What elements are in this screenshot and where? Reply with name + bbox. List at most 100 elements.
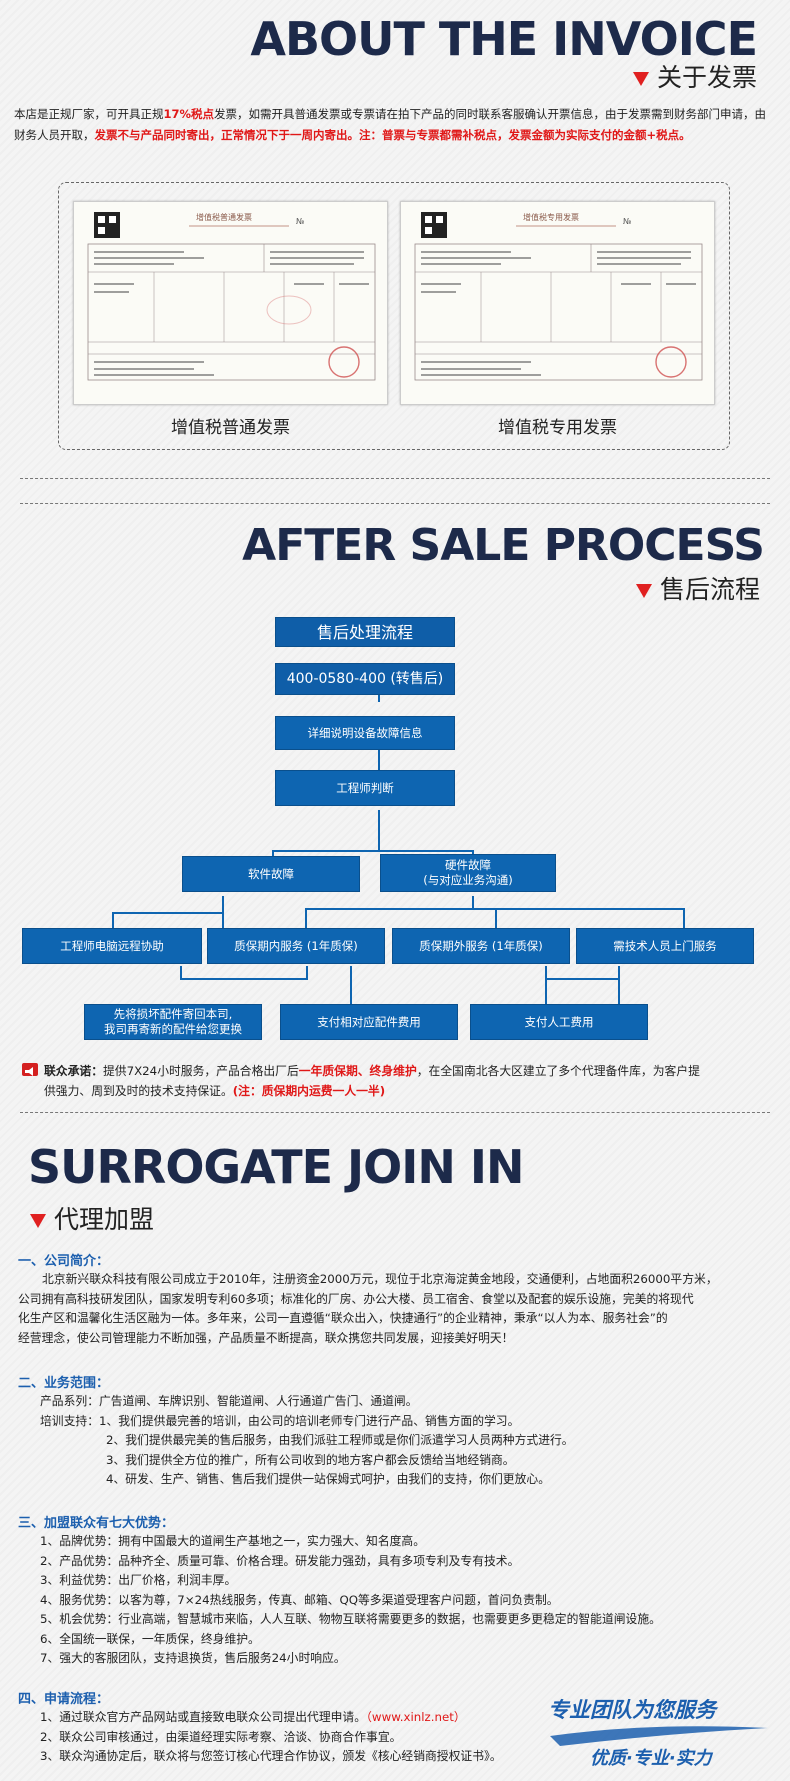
flow-connector	[350, 966, 352, 1004]
advantage-item: 4、服务优势：以客为尊，7×24热线服务，传真、邮箱、QQ等多渠道受理客户问题，…	[40, 1592, 559, 1607]
aftersale-title: AFTER SALE PROCESS	[242, 520, 765, 571]
flow-hardware-fault: 硬件故障 (与对应业务沟通)	[380, 854, 556, 892]
special-invoice-image: 增值税专用发票 №	[400, 201, 715, 405]
scope-line: 2、我们提供最完美的售后服务，由我们派驻工程师或是你们派遣学习人员两种方式进行。	[106, 1433, 574, 1447]
section-business-scope-heading: 二、业务范围：	[18, 1376, 110, 1391]
scope-line: 产品系列：广告道闸、车牌识别、智能道闸、人行通道广告门、通道闸。	[40, 1394, 418, 1408]
flow-onsite-service: 需技术人员上门服务	[576, 928, 754, 964]
slogan-sub: 优质·专业·实力	[590, 1748, 712, 1769]
flow-return-parts-l2: 我司再寄新的配件给您更换	[104, 1022, 242, 1036]
number-sign-icon: №	[296, 217, 305, 226]
megaphone-glyph	[25, 1067, 33, 1076]
section-apply-process-heading: 四、申请流程：	[18, 1692, 110, 1707]
invoice-intro-p1: 本店是正规厂家，可开具正规	[14, 107, 164, 121]
flow-connector	[180, 966, 182, 978]
scope-line: 4、研发、生产、销售、售后我们提供一站保姆式呵护，由我们的支持，你们更放心。	[106, 1472, 550, 1486]
flow-phone: 400-0580-400 (转售后)	[275, 663, 455, 695]
flow-connector	[378, 688, 380, 702]
flow-connector	[272, 850, 274, 860]
flow-connector	[305, 908, 683, 910]
special-invoice-caption: 增值税专用发票	[498, 418, 617, 438]
promise-text-2: ，在全国南北各大区建立了多个代理备件库，为客户提	[416, 1064, 700, 1078]
promise-text-3: 供强力、周到及时的技术支持保证。	[44, 1084, 233, 1098]
divider	[20, 503, 770, 504]
flow-hardware-fault-l1: 硬件故障	[445, 858, 491, 872]
swoosh-decoration	[550, 1726, 768, 1746]
apply-step: 2、联众公司审核通过，由渠道经理实际考察、洽谈、协商合作事宜。	[40, 1729, 402, 1744]
flow-pay-labor: 支付人工费用	[470, 1004, 648, 1040]
slogan-block: 专业团队为您服务 优质·专业·实力	[540, 1694, 780, 1774]
flow-connector	[683, 908, 685, 930]
advantage-item: 6、全国统一联保，一年质保，终身维护。	[40, 1631, 260, 1646]
flow-header: 售后处理流程	[275, 617, 455, 647]
flow-step-engineer-judge: 工程师判断	[275, 770, 455, 806]
aftersale-subtitle-row: 售后流程	[635, 570, 760, 606]
special-invoice-header: 增值税专用发票	[523, 212, 579, 222]
divider	[20, 478, 770, 479]
apply-step: 3、联众沟通协定后，联众将与您签订核心代理合作协议，颁发《核心经销商授权证书》。	[40, 1749, 502, 1763]
special-invoice-drawing: 增值税专用发票 №	[401, 202, 714, 404]
general-invoice-image: 增值税普通发票 №	[73, 201, 388, 405]
section-advantages-heading: 三、加盟联众有七大优势：	[18, 1516, 175, 1531]
flow-software-fault: 软件故障	[182, 856, 360, 892]
company-profile-text: 北京新兴联众科技有限公司成立于2010年，注册资金2000万元，现位于北京海淀黄…	[18, 1270, 778, 1348]
flow-connector	[618, 966, 620, 1004]
join-subtitle-row: 代理加盟	[30, 1200, 154, 1236]
flow-hardware-fault-l2: (与对应业务沟通)	[423, 873, 513, 887]
flow-connector	[378, 810, 380, 850]
join-subtitle: 代理加盟	[54, 1205, 155, 1234]
profile-line: 公司拥有高科技研发团队，国家发明专利60多项；标准化的厂房、办公大楼、员工宿舍、…	[18, 1291, 694, 1306]
divider	[20, 1112, 770, 1113]
general-invoice-header: 增值税普通发票	[196, 212, 252, 222]
flow-remote-assist: 工程师电脑远程协助	[22, 928, 202, 964]
number-sign-icon: №	[623, 217, 632, 226]
aftersale-subtitle: 售后流程	[659, 575, 760, 604]
flow-connector	[222, 896, 224, 934]
apply-process-list: 1、通过联众官方产品网站或直接致电联众公司提出代理申请。（www.xinlz.n…	[40, 1708, 600, 1767]
scope-line: 3、我们提供全方位的推广，所有公司收到的地方客户都会反馈给当地经销商。	[106, 1452, 515, 1467]
apply-step-1: 1、通过联众官方产品网站或直接致电联众公司提出代理申请。	[40, 1710, 367, 1724]
website-link[interactable]: （www.xinlz.net）	[366, 1710, 466, 1724]
flow-in-warranty: 质保期内服务 (1年质保)	[207, 928, 385, 964]
profile-line: 化生产区和温馨化生活区融为一体。多年来，公司一直遵循“联众出入，快捷通行”的企业…	[18, 1311, 668, 1325]
promise-warranty-highlight: 一年质保期、终身维护	[298, 1064, 417, 1078]
general-invoice-drawing: 增值税普通发票 №	[74, 202, 387, 404]
section-company-profile-heading: 一、公司简介：	[18, 1254, 110, 1269]
scope-line: 培训支持：1、我们提供最完善的培训，由公司的培训老师专门进行产品、销售方面的学习…	[40, 1413, 520, 1428]
advantages-list: 1、品牌优势：拥有中国最大的道闸生产基地之一，实力强大、知名度高。 2、产品优势…	[40, 1532, 780, 1669]
flow-connector	[545, 978, 620, 980]
apply-step: 1、通过联众官方产品网站或直接致电联众公司提出代理申请。（www.xinlz.n…	[40, 1708, 600, 1728]
flow-connector	[272, 850, 472, 852]
invoice-intro-p3: 发票，如需开具普通发票或专票请在拍下产品的同时联系客服确认开票信息，由于发票需到…	[14, 107, 767, 142]
megaphone-icon	[22, 1063, 38, 1076]
join-title: SURROGATE JOIN IN	[28, 1140, 524, 1194]
red-triangle-icon	[30, 1214, 46, 1228]
advantage-item: 2、产品优势：品种齐全、质量可靠、价格合理。研发能力强劲，具有多项专利及专有技术…	[40, 1553, 520, 1568]
flow-connector	[112, 912, 114, 930]
flow-connector	[305, 908, 307, 930]
flow-connector	[472, 896, 474, 908]
flow-return-parts: 先将损坏配件寄回本司, 我司再寄新的配件给您更换	[84, 1004, 262, 1040]
invoice-title: ABOUT THE INVOICE	[250, 12, 758, 66]
profile-line: 经营理念，使公司管理能力不断加强，产品质量不断提高，联众携您共同发展，迎接美好明…	[18, 1330, 514, 1345]
advantage-item: 5、机会优势：行业高端，智慧城市来临，人人互联、物物互联将需要更多的数据，也需要…	[40, 1612, 661, 1626]
red-triangle-icon	[632, 72, 649, 86]
invoice-subtitle-row: 关于发票	[632, 58, 757, 94]
promise-label: 联众承诺：	[44, 1064, 103, 1078]
tax-rate-highlight: 17%税点	[163, 107, 215, 121]
profile-line: 北京新兴联众科技有限公司成立于2010年，注册资金2000万元，现位于北京海淀黄…	[42, 1272, 718, 1286]
red-triangle-icon	[635, 584, 652, 598]
invoice-intro-notice: 发票不与产品同时寄出，正常情况下于一周内寄出。注：普票与专票都需补税点，发票金额…	[94, 128, 691, 142]
flow-step-fault-info: 详细说明设备故障信息	[275, 716, 455, 750]
promise-note: (注：质保期内运费一人一半)	[232, 1084, 386, 1098]
flow-return-parts-l1: 先将损坏配件寄回本司,	[113, 1007, 233, 1021]
slogan-main: 专业团队为您服务	[548, 1698, 716, 1722]
flow-connector	[378, 742, 380, 770]
advantage-item: 7、强大的客服团队，支持退换货，售后服务24小时响应。	[40, 1651, 346, 1665]
flow-connector	[180, 978, 308, 980]
invoice-intro: 本店是正规厂家，可开具正规17%税点发票，如需开具普通发票或专票请在拍下产品的同…	[14, 104, 776, 146]
advantage-item: 1、品牌优势：拥有中国最大的道闸生产基地之一，实力强大、知名度高。	[40, 1534, 426, 1548]
flow-out-warranty: 质保期外服务 (1年质保)	[392, 928, 570, 964]
flow-connector	[495, 908, 497, 930]
general-invoice-caption: 增值税普通发票	[171, 418, 290, 438]
